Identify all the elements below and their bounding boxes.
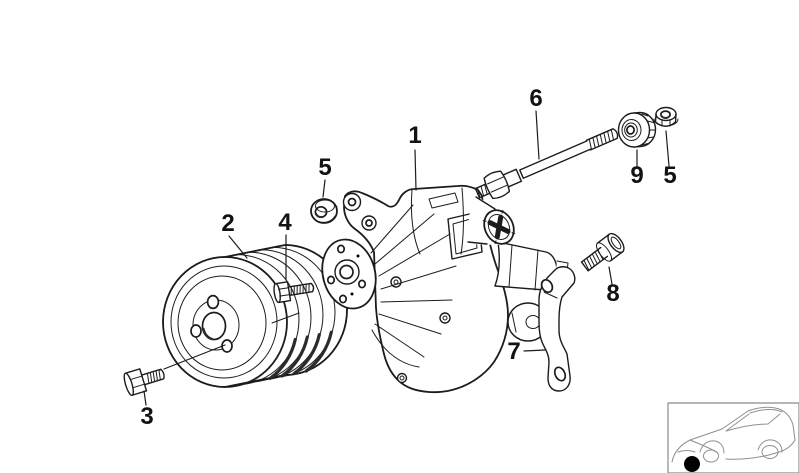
- car-silhouette-icon: [671, 406, 796, 472]
- car-locator-box: [667, 402, 799, 473]
- callout-leader-lines: [143, 110, 670, 406]
- callout-5-left-label: 5: [318, 154, 332, 181]
- bracket-part-7: [538, 266, 576, 392]
- callout-1-label: 1: [408, 122, 422, 149]
- location-dot: [684, 456, 700, 472]
- callout-9-label: 9: [630, 162, 644, 189]
- stud-part-6: [474, 128, 619, 200]
- nut-part-5-left: [310, 198, 338, 224]
- pump-part: [321, 184, 569, 394]
- callout-4-label: 4: [278, 209, 292, 236]
- callout-7-label: 7: [507, 338, 521, 365]
- nut-part-5-right: [653, 106, 679, 127]
- callout-2-label: 2: [221, 210, 235, 237]
- callout-8-label: 8: [606, 280, 620, 307]
- washer-part-9: [617, 111, 657, 148]
- callout-5-right-label: 5: [663, 162, 677, 189]
- bolt-part-3: [123, 368, 165, 396]
- bolt-part-4: [273, 281, 315, 304]
- callout-6-label: 6: [529, 85, 543, 112]
- callout-3-label: 3: [140, 403, 154, 430]
- bolt-part-8: [580, 232, 625, 272]
- pulley-part: [162, 244, 348, 388]
